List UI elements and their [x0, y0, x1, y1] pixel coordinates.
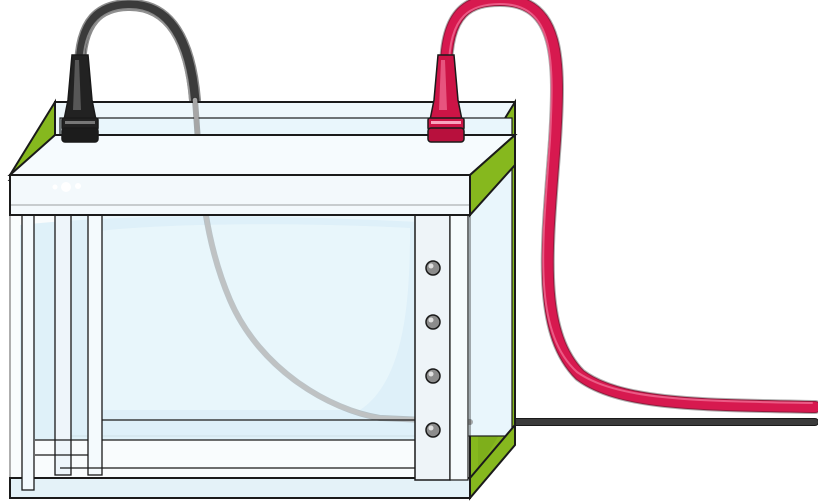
- tank-front-frame: [9, 179, 471, 499]
- tank-base: [9, 477, 471, 499]
- red-lead-cable: [439, 0, 818, 414]
- electrode-bead-icon: [425, 314, 441, 330]
- electrode-bead-icon: [425, 422, 441, 438]
- rim-highlight-dot: [61, 182, 71, 192]
- electrode-bead-icon: [425, 260, 441, 276]
- left-front-post: [21, 199, 35, 491]
- red-electrode-plug-icon: [427, 54, 465, 143]
- electrode-bead-icon: [425, 368, 441, 384]
- tank-top-front-rim: [9, 174, 471, 216]
- black-lead-cable: [74, 0, 201, 106]
- electrode-beads: [425, 260, 441, 438]
- black-electrode-plug-icon: [61, 54, 99, 143]
